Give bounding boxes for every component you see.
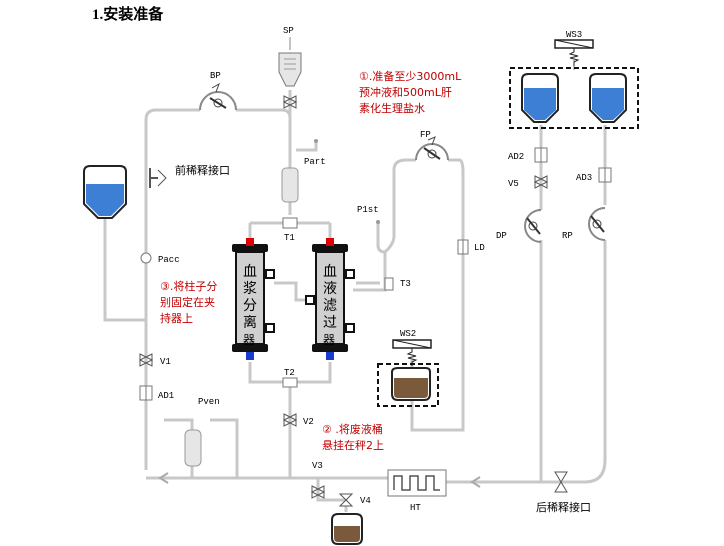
- label-HT: HT: [410, 503, 421, 513]
- column1-char: 血: [243, 264, 257, 280]
- label-T2: T2: [284, 368, 295, 378]
- air-detector-AD2: AD2: [508, 147, 548, 163]
- label-AD3: AD3: [576, 173, 592, 183]
- red-port-icon: [246, 238, 254, 246]
- dialysate-pump-DP[interactable]: DP: [496, 209, 542, 243]
- page-title: 1.安装准备: [92, 5, 164, 23]
- connector-T1: T1: [282, 217, 298, 243]
- red-port-icon: [326, 238, 334, 246]
- label-V2: V2: [303, 417, 314, 427]
- note-line: 悬挂在秤2上: [322, 438, 384, 452]
- column2-char: 器: [323, 333, 335, 347]
- column1-char: 浆: [243, 281, 257, 297]
- pre-dilution-port[interactable]: 前稀释接口: [149, 163, 230, 188]
- flow-arrow-icon: [158, 472, 169, 484]
- blue-port-icon: [246, 352, 254, 360]
- label-AD1: AD1: [158, 391, 174, 401]
- air-detector-AD3: AD3: [576, 167, 612, 183]
- note-line: 预冲液和500mL肝: [359, 85, 452, 99]
- column2-char: 血: [323, 264, 337, 280]
- flow-arrow-icon: [470, 476, 481, 488]
- label-Part: Part: [304, 157, 326, 167]
- connector-T2: T2: [282, 368, 298, 388]
- pre-dilution-label: 前稀释接口: [175, 163, 230, 177]
- replacement-pump-RP[interactable]: RP: [562, 207, 606, 241]
- label-BP: BP: [210, 71, 221, 81]
- valve-V3[interactable]: V3: [310, 461, 326, 499]
- column1-char: 分: [243, 298, 257, 314]
- label-V3: V3: [312, 461, 323, 471]
- note-line: 别固定在夹: [160, 295, 215, 309]
- label-SP: SP: [283, 26, 294, 36]
- venous-chamber-Pven: Pven: [184, 397, 220, 467]
- label-RP: RP: [562, 231, 573, 241]
- note-line: ①.准备至少3000mL: [359, 69, 462, 83]
- arterial-chamber: Part: [281, 139, 326, 203]
- label-AD2: AD2: [508, 152, 524, 162]
- column1-char: 离: [243, 314, 257, 331]
- label-FP: FP: [420, 130, 431, 140]
- label-LD: LD: [474, 243, 485, 253]
- leak-detector-LD: LD: [457, 239, 485, 255]
- syringe-pump: SP: [278, 26, 302, 109]
- valve-V5[interactable]: V5: [508, 175, 549, 189]
- post-dilution-port[interactable]: 后稀释接口: [536, 471, 591, 514]
- label-P1st: P1st: [357, 205, 379, 215]
- valve-icon[interactable]: [282, 95, 298, 109]
- note-line: ② .将废液桶: [322, 422, 383, 436]
- label-Pacc: Pacc: [158, 255, 180, 265]
- connector-T3: T3: [384, 277, 411, 291]
- valve-V2[interactable]: V2: [282, 413, 314, 427]
- label-V4: V4: [360, 496, 371, 506]
- pressure-sensor-Pacc: Pacc: [140, 252, 180, 265]
- filtration-pump-FP[interactable]: FP: [415, 130, 449, 161]
- label-V5: V5: [508, 179, 519, 189]
- post-dilution-label: 后稀释接口: [536, 501, 591, 514]
- rotation-arrow-icon: [427, 136, 436, 146]
- note-2: ② .将废液桶 悬挂在秤2上: [322, 422, 384, 452]
- scale-WS2: WS2: [377, 329, 439, 407]
- label-WS2: WS2: [400, 329, 416, 339]
- hemofilter-column: 血 液 滤 过 器: [305, 238, 355, 360]
- air-detector-AD1: AD1: [139, 385, 174, 401]
- saline-bag-left: [83, 165, 127, 219]
- label-Pven: Pven: [198, 397, 220, 407]
- label-WS3: WS3: [566, 30, 582, 40]
- note-line: 素化生理盐水: [359, 101, 425, 115]
- note-1: ①.准备至少3000mL 预冲液和500mL肝 素化生理盐水: [359, 69, 462, 115]
- scale-WS3: WS3: [509, 30, 639, 129]
- waste-container-bottom: [331, 513, 363, 545]
- valve-V4[interactable]: V4: [338, 493, 371, 507]
- heater-HT: HT: [387, 469, 447, 513]
- column2-char: 滤: [323, 298, 337, 314]
- note-line: ③.将柱子分: [160, 279, 217, 293]
- note-line: 持器上: [160, 311, 193, 325]
- blood-pump-BP[interactable]: BP: [199, 71, 237, 111]
- column2-char: 液: [323, 281, 337, 297]
- rotation-arrow-icon: [211, 82, 220, 93]
- blue-port-icon: [326, 352, 334, 360]
- column1-char: 器: [243, 333, 255, 347]
- valve-V1[interactable]: V1: [138, 353, 171, 367]
- note-3: ③.将柱子分 别固定在夹 持器上: [160, 279, 217, 325]
- pressure-sensor-P1st: P1st: [357, 205, 380, 224]
- plasma-separator-column: 血 浆 分 离 器: [232, 238, 275, 360]
- label-V1: V1: [160, 357, 171, 367]
- column2-char: 过: [323, 315, 337, 331]
- label-DP: DP: [496, 231, 507, 241]
- label-T3: T3: [400, 279, 411, 289]
- label-T1: T1: [284, 233, 295, 243]
